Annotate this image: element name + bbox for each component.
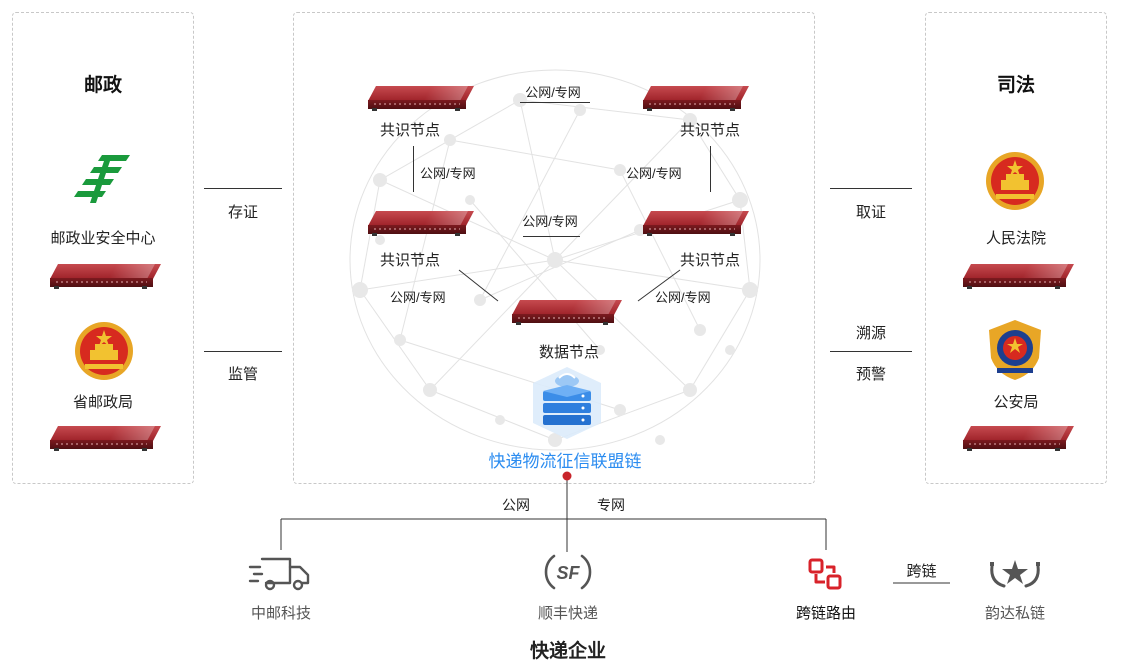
evidence-collection-label: 取证 bbox=[855, 204, 886, 221]
evidence-storage-label: 存证 bbox=[227, 204, 258, 221]
consensus-node-server bbox=[368, 211, 474, 236]
evidence-storage-line bbox=[204, 188, 282, 189]
consensus-node-label: 共识节点 bbox=[679, 252, 740, 269]
network-link-label: 公网/专网 bbox=[420, 166, 476, 181]
network-link-label: 公网/专网 bbox=[626, 166, 682, 181]
network-link-line bbox=[413, 146, 414, 192]
network-link-line bbox=[523, 236, 580, 237]
judicial-title: 司法 bbox=[996, 75, 1035, 96]
consortium-chain-title: 快递物流征信联盟链 bbox=[488, 452, 642, 471]
network-link-line bbox=[710, 146, 711, 192]
public-security-bureau-label: 公安局 bbox=[993, 394, 1039, 411]
sf-express-label: 顺丰快递 bbox=[537, 605, 598, 622]
cross-chain-router-label: 跨链路由 bbox=[795, 605, 856, 622]
blockchain-database-icon bbox=[533, 367, 601, 439]
early-warning-label: 预警 bbox=[855, 366, 886, 383]
network-link-label: 公网/专网 bbox=[522, 214, 578, 229]
public-security-bureau-server bbox=[963, 426, 1074, 451]
consensus-node-label: 共识节点 bbox=[379, 122, 440, 139]
provincial-postal-bureau-server bbox=[50, 426, 161, 451]
evidence-collection-line bbox=[830, 188, 912, 189]
data-node-label: 数据节点 bbox=[538, 344, 599, 361]
cross-chain-router-icon bbox=[808, 558, 842, 590]
public-network-label: 公网 bbox=[502, 497, 530, 513]
network-link-label: 公网/专网 bbox=[525, 85, 581, 100]
peoples-court-server bbox=[963, 264, 1074, 289]
express-companies-title: 快递企业 bbox=[529, 641, 606, 662]
consortium-chain-panel bbox=[293, 12, 815, 484]
court-emblem-icon bbox=[75, 322, 133, 380]
provincial-postal-bureau-label: 省邮政局 bbox=[72, 394, 133, 411]
national-emblem-icon bbox=[986, 152, 1044, 210]
china-post-logo-icon bbox=[74, 155, 130, 203]
consensus-node-label: 共识节点 bbox=[679, 122, 740, 139]
china-post-tech-label: 中邮科技 bbox=[250, 605, 311, 622]
consensus-node-server bbox=[643, 211, 749, 236]
cross-chain-label: 跨链 bbox=[906, 563, 937, 580]
network-link-line bbox=[520, 102, 590, 103]
network-link-label: 公网/专网 bbox=[655, 290, 711, 305]
supervision-label: 监管 bbox=[227, 366, 258, 383]
network-link-label: 公网/专网 bbox=[390, 290, 446, 305]
consensus-node-label: 共识节点 bbox=[379, 252, 440, 269]
judicial-panel bbox=[925, 12, 1107, 484]
police-badge-icon bbox=[989, 320, 1041, 380]
peoples-court-label: 人民法院 bbox=[985, 230, 1046, 247]
postal-title: 邮政 bbox=[83, 75, 122, 96]
supervision-line bbox=[204, 351, 282, 352]
data-node-server bbox=[512, 300, 622, 325]
yunda-logo-icon bbox=[990, 560, 1040, 588]
postal-security-center-server bbox=[50, 264, 161, 289]
svg-text:SF: SF bbox=[556, 563, 580, 583]
sf-express-logo-icon: SF bbox=[544, 554, 592, 590]
traceability-label: 溯源 bbox=[855, 325, 886, 342]
consensus-node-server bbox=[643, 86, 749, 111]
consensus-node-server bbox=[368, 86, 474, 111]
delivery-truck-icon bbox=[248, 557, 310, 591]
postal-panel bbox=[12, 12, 194, 484]
postal-security-center-label: 邮政业安全中心 bbox=[50, 230, 156, 247]
yunda-private-chain-label: 韵达私链 bbox=[984, 605, 1045, 622]
trace-warning-line bbox=[830, 351, 912, 352]
private-network-label: 专网 bbox=[597, 497, 625, 513]
